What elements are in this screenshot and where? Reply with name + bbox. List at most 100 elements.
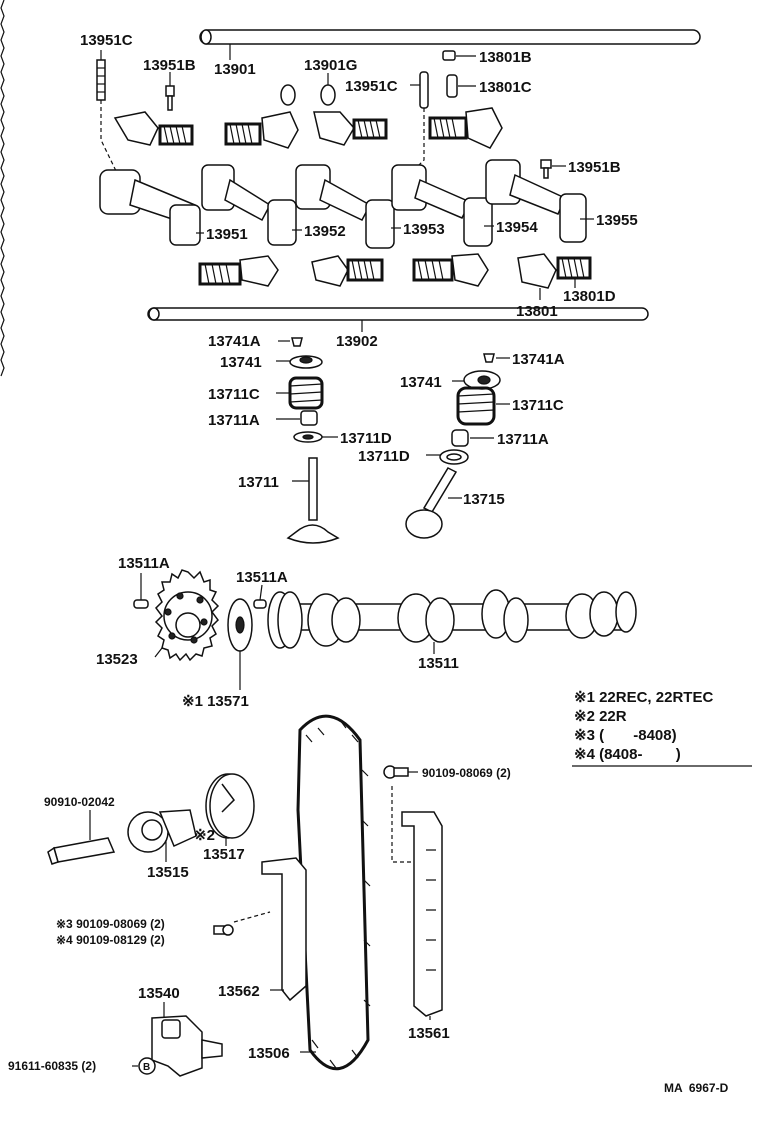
- label-13741A-left: 13741A: [208, 333, 261, 350]
- label-note-2: ※2: [194, 827, 215, 844]
- rocker-arm-13954: [391, 164, 493, 247]
- label-90910-02042: 90910-02042: [44, 795, 115, 809]
- rocker-arm-13955: [485, 159, 587, 243]
- bolt-13951C-left: [96, 59, 106, 101]
- chain-slipper-13562: [261, 857, 307, 1002]
- label-13951B-a: 13951B: [143, 57, 196, 74]
- pump-drive-gear-13515: [127, 809, 197, 853]
- rocker-arm-lower-3: [412, 253, 489, 287]
- rocker-arm-13953: [295, 164, 395, 249]
- rocker-arm-upper-3: [313, 111, 388, 146]
- label-13711C-left: 13711C: [208, 386, 260, 403]
- valve-seal-13711A-right: [451, 429, 469, 447]
- rocker-shaft-13902: [147, 307, 649, 321]
- bolt-90910-02042: [47, 837, 116, 865]
- rocker-arm-13951: [99, 169, 201, 246]
- legend-line-4: ※4 (8408- ): [574, 746, 681, 763]
- label-13901: 13901: [214, 61, 256, 78]
- label-13540: 13540: [138, 985, 180, 1002]
- label-13515: 13515: [147, 864, 189, 881]
- screw-13801B: [442, 50, 456, 61]
- valve-spring-13711C-left: [288, 376, 324, 410]
- damper-pulley-13517: [205, 773, 255, 839]
- spring-retainer-13741-right: [463, 370, 501, 390]
- valve-keeper-13741A-left: [291, 337, 303, 347]
- label-13711D-right: 13711D: [358, 448, 410, 465]
- valve-13711: [286, 457, 340, 544]
- label-13741-right: 13741: [400, 374, 442, 391]
- label-13955: 13955: [596, 212, 638, 229]
- label-13801D: 13801D: [563, 288, 616, 305]
- pin-13951C-right: [419, 71, 429, 109]
- label-b-marker: B: [143, 1062, 150, 1073]
- rocker-shaft-13901: [199, 29, 701, 45]
- label-13511: 13511: [418, 655, 459, 672]
- rocker-arm-13952: [201, 164, 297, 246]
- label-13715: 13715: [463, 491, 505, 508]
- rocker-arm-upper-2: [224, 111, 299, 149]
- label-91611-60835: 91611-60835 (2): [8, 1059, 96, 1073]
- figure-code: MA 6967-D: [664, 1081, 729, 1095]
- pin-13511A-left: [133, 599, 149, 609]
- spring-seat-13711D-left: [293, 431, 323, 443]
- label-13951B-b: 13951B: [568, 159, 621, 176]
- bolt-13951B-right: [540, 159, 552, 179]
- timing-chain-13506: [296, 714, 371, 1071]
- label-13902: 13902: [336, 333, 378, 350]
- cam-sprocket-13523: [154, 569, 220, 662]
- label-13954: 13954: [496, 219, 538, 236]
- valve-13715: [405, 467, 458, 539]
- label-13951C-a: 13951C: [80, 32, 133, 49]
- b-marker-circle: [138, 1057, 156, 1075]
- label-13517: 13517: [203, 846, 245, 863]
- thrust-plate-13571: [227, 598, 253, 652]
- bolt-90109-lower: [213, 924, 234, 936]
- chain-damper-13561: [401, 811, 443, 1017]
- label-13711D-left: 13711D: [340, 430, 392, 447]
- rocker-arm-lower-1: [198, 255, 279, 287]
- label-13562: 13562: [218, 983, 260, 1000]
- left-edge-border: [0, 0, 5, 377]
- label-13741-left: 13741: [220, 354, 262, 371]
- label-13511A-left: 13511A: [118, 555, 170, 572]
- label-13506: 13506: [248, 1045, 290, 1062]
- bolt-90109-08069-top: [383, 765, 409, 779]
- chain-tensioner-13540: [151, 1015, 223, 1077]
- camshaft-13511: [267, 589, 637, 649]
- label-13711A-right: 13711A: [497, 431, 549, 448]
- label-90109-08069-top: 90109-08069 (2): [422, 766, 511, 780]
- label-90109-note3: ※3 90109-08069 (2): [56, 917, 165, 931]
- label-13953: 13953: [403, 221, 445, 238]
- legend-line-2: ※2 22R: [574, 708, 627, 725]
- label-13711: 13711: [238, 474, 279, 491]
- label-13801: 13801: [516, 303, 558, 320]
- legend-line-3: ※3 ( -8408): [574, 727, 677, 744]
- label-13561: 13561: [408, 1025, 450, 1042]
- rocker-arm-upper-1: [113, 111, 194, 146]
- label-13951: 13951: [206, 226, 248, 243]
- label-13711C-right: 13711C: [512, 397, 564, 414]
- pin-13511A-right: [253, 599, 267, 609]
- ring-13901G-a: [280, 84, 296, 106]
- label-90109-note4: ※4 90109-08129 (2): [56, 933, 165, 947]
- bolt-13951B-left: [165, 85, 175, 111]
- label-13523: 13523: [96, 651, 138, 668]
- nut-13801C: [446, 74, 458, 98]
- rocker-arm-lower-2: [311, 255, 384, 287]
- legend-line-1: ※1 22REC, 22RTEC: [574, 689, 713, 706]
- ring-13901G-b: [320, 84, 336, 106]
- label-13951C-b: 13951C: [345, 78, 398, 95]
- label-13952: 13952: [304, 223, 346, 240]
- rocker-arm-upper-4: [428, 107, 503, 149]
- rocker-arm-13801: [517, 253, 592, 289]
- spring-retainer-13741-left: [289, 355, 323, 369]
- valve-seal-13711A-left: [300, 410, 318, 426]
- valve-spring-13711C-right: [456, 386, 496, 426]
- label-13801B: 13801B: [479, 49, 532, 66]
- label-13711A-left: 13711A: [208, 412, 260, 429]
- spring-seat-13711D-right: [439, 449, 469, 465]
- valve-keeper-13741A-right: [483, 353, 495, 363]
- label-13801C: 13801C: [479, 79, 532, 96]
- label-13511A-right: 13511A: [236, 569, 288, 586]
